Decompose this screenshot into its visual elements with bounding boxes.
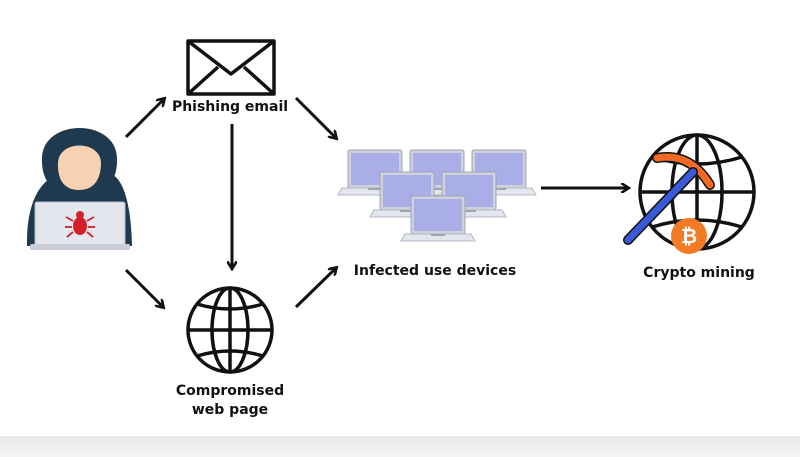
crypto-mining-label: Crypto mining xyxy=(643,265,755,281)
compromised-web-page-label-line2: web page xyxy=(191,402,269,418)
globe-pickaxe-bitcoin-icon: ₿ xyxy=(623,133,756,254)
arrow-attacker-to-webpage xyxy=(124,268,163,307)
compromised-web-page-label-line1: Compromised xyxy=(175,383,285,399)
globe-icon xyxy=(186,286,274,374)
laptop-icon xyxy=(400,195,476,242)
flow-arrows xyxy=(124,96,628,309)
arrow-webpage-to-devices xyxy=(294,268,336,309)
bottom-bar xyxy=(0,436,800,457)
hacker-laptop-icon xyxy=(26,128,132,250)
compromised-web-page-label: Compromised web page xyxy=(150,382,310,420)
infected-devices-label: Infected use devices xyxy=(353,263,517,279)
phishing-email-label: Phishing email xyxy=(171,99,289,115)
bug-icon xyxy=(65,211,95,238)
arrow-email-to-devices xyxy=(294,96,336,138)
envelope-icon xyxy=(186,39,276,96)
svg-text:₿: ₿ xyxy=(681,224,697,248)
laptop-cluster-icon xyxy=(337,149,537,242)
arrow-attacker-to-email xyxy=(124,99,164,139)
bitcoin-icon: ₿ xyxy=(671,218,707,254)
pickaxe-icon xyxy=(623,152,715,245)
